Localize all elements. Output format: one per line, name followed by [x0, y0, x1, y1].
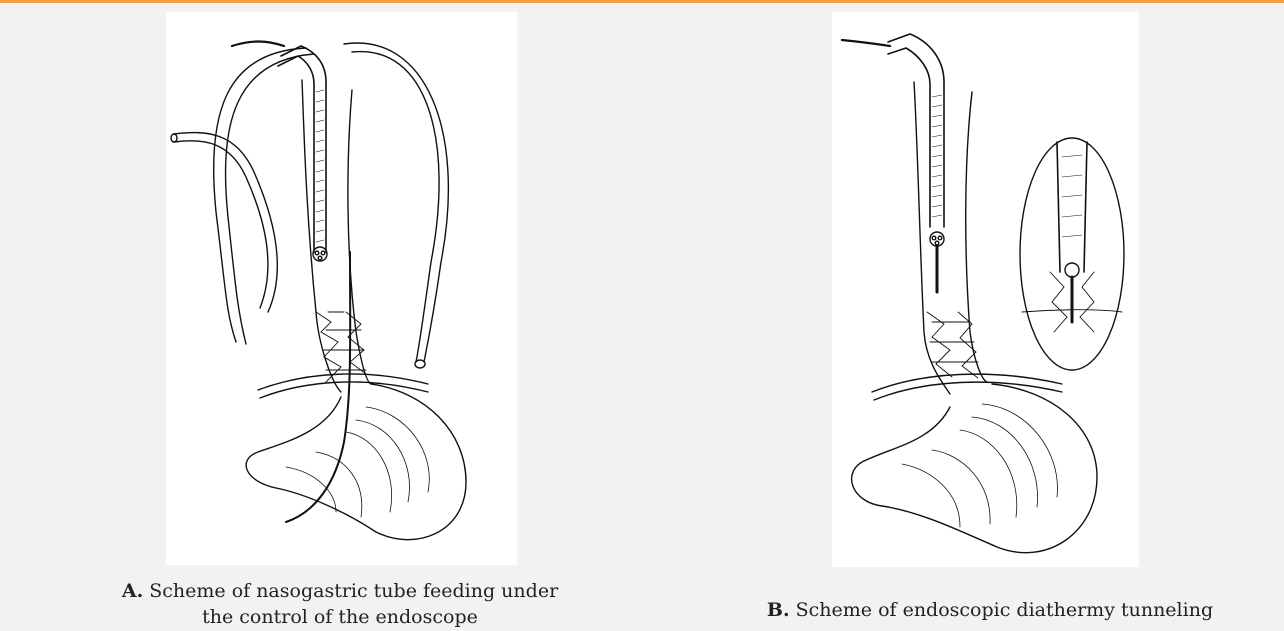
figure-b-drawing	[832, 12, 1139, 567]
top-accent-rule	[0, 0, 1284, 3]
figure-a-label: A.	[122, 580, 143, 602]
figure-a-drawing	[166, 12, 517, 565]
figure-a-caption: A. Scheme of nasogastric tube feeding un…	[120, 578, 560, 630]
figure-b-caption: B. Scheme of endoscopic diathermy tunnel…	[700, 597, 1280, 623]
figure-b-image	[832, 12, 1139, 567]
figure-b-label: B.	[767, 599, 790, 621]
figure-a-caption-text: Scheme of nasogastric tube feeding under…	[149, 580, 558, 628]
figure-b-caption-text: Scheme of endoscopic diathermy tunneling	[796, 599, 1213, 621]
figure-a-image	[166, 12, 517, 565]
